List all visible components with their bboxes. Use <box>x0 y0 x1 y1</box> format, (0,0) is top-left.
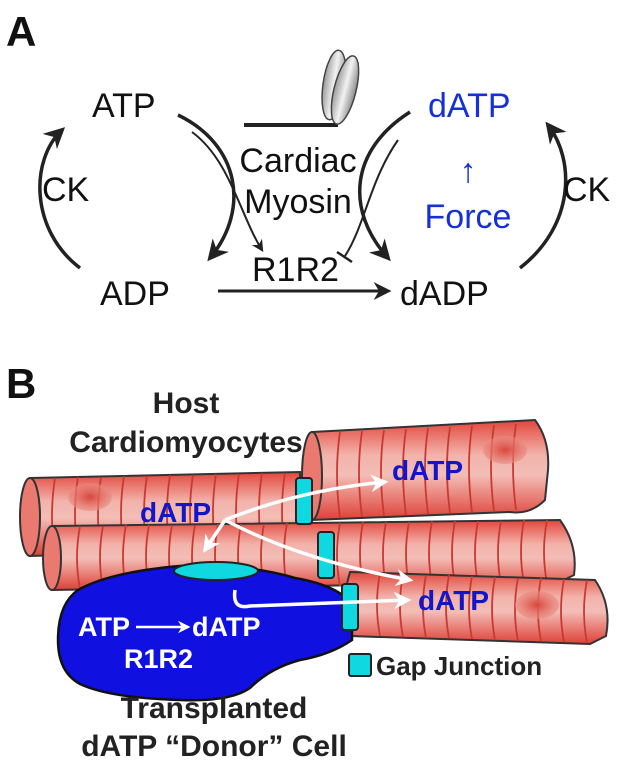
ck-left-label: CK <box>42 171 90 209</box>
datp-label: dATP <box>428 87 511 125</box>
donor-label-line1: Transplanted <box>121 692 308 725</box>
datp-top-label: dATP <box>392 455 463 486</box>
inhibition-bar <box>336 250 353 264</box>
legend-gap-junction-swatch <box>348 653 372 677</box>
gap-junction-2 <box>317 531 335 579</box>
legend-gap-junction-label: Gap Junction <box>376 651 542 681</box>
inhibition-line <box>344 139 399 257</box>
force-up-arrow: ↑ <box>460 152 477 190</box>
donor-label-line2: dATP “Donor” Cell <box>81 730 347 763</box>
diffusion-arrows <box>203 474 414 610</box>
host-cell-top-right <box>301 418 550 522</box>
ck-left-arrow <box>38 127 82 270</box>
myosin-icon <box>244 49 360 127</box>
atp-to-r1r2-arrow <box>191 131 264 253</box>
gap-junction-1 <box>295 477 313 525</box>
gap-junction-3 <box>341 583 359 631</box>
donor-enzyme-label: R1R2 <box>124 644 193 674</box>
panel-a: A ATP ADP dATP dADP CK CK Cardiac Myosin… <box>6 8 611 313</box>
atp-label: ATP <box>92 87 156 125</box>
datp-to-dadp-arrow <box>357 110 411 262</box>
panel-b-letter: B <box>6 360 36 407</box>
myosin-label-line1: Cardiac <box>239 142 356 180</box>
force-label: Force <box>425 198 512 236</box>
atp-to-adp-arrow <box>177 113 236 262</box>
host-label-line2: Cardiomyocytes <box>69 426 302 459</box>
donor-datp-label: dATP <box>192 612 261 642</box>
panel-a-letter: A <box>6 8 36 55</box>
datp-right-label: dATP <box>418 585 489 616</box>
adp-label: ADP <box>100 275 170 313</box>
datp-left-label: dATP <box>140 497 211 528</box>
ck-right-arrow <box>518 121 568 270</box>
panel-b: B Host Cardiomyocytes <box>6 360 609 763</box>
gap-junction-4 <box>173 561 259 581</box>
ck-right-label: CK <box>563 171 611 209</box>
donor-atp-label: ATP <box>78 612 130 642</box>
host-label-line1: Host <box>153 387 220 420</box>
dadp-label: dADP <box>400 275 489 313</box>
r1r2-label: R1R2 <box>252 251 339 289</box>
myosin-label-line2: Myosin <box>244 183 352 221</box>
